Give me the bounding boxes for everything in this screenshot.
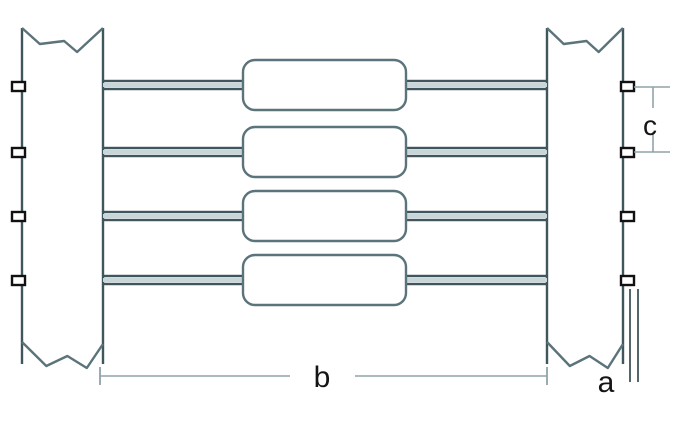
insulator-blocks-group [241,58,408,307]
right-support-post-break-bottom [546,341,625,370]
right-mount-clip-1 [619,80,636,93]
right-mount-clip-4 [619,274,636,287]
dimension-b-label: b [314,361,331,394]
right-mount-clip-3 [619,210,636,223]
left-mount-clip-1 [10,80,27,93]
left-mount-clip-2 [10,146,27,159]
left-mount-clip-4 [10,274,27,287]
left-mount-clips-group [10,80,27,287]
insulator-block-3 [241,189,408,243]
dimension-b: b [99,361,548,394]
insulator-block-1 [241,58,408,112]
right-support-post-break-top [546,27,624,54]
insulator-block-2 [241,125,408,179]
dimension-a-label: a [598,366,615,399]
dimension-c: c [634,86,670,153]
right-mount-clip-2 [619,146,636,159]
dimension-a: a [598,289,639,399]
dimension-c-label: c [643,110,657,141]
left-support-post-break-top [21,27,104,54]
dimension-annotations-group: b c a [99,86,670,399]
insulator-block-4 [241,253,408,307]
left-support-post-break-bottom [21,341,104,370]
left-mount-clip-3 [10,210,27,223]
